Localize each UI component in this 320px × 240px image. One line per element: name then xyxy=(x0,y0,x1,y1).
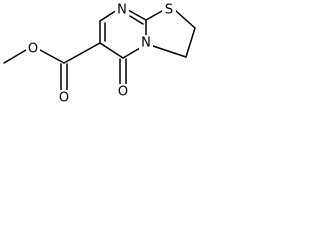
bond-methyl-ether-oxygen xyxy=(3,49,27,64)
bond-s-ch2 xyxy=(175,10,196,29)
atom-ketone-oxygen: O xyxy=(118,85,128,100)
bond-c7-n-top xyxy=(99,9,118,22)
atom-ester-carbonyl-oxygen: O xyxy=(59,91,69,106)
atom-ester-ether-oxygen: O xyxy=(28,42,38,57)
bonds xyxy=(3,9,196,91)
bond-ch2-ch2 xyxy=(185,27,196,58)
bond-n-bridge-c5 xyxy=(122,47,141,59)
bond-n-top-c8a xyxy=(127,9,147,21)
atom-nitrogen-top: N xyxy=(117,3,127,18)
bond-n-top-c8a-inner xyxy=(129,15,144,25)
bond-ether-oxygen-ester-carbon xyxy=(39,49,65,64)
atom-nitrogen-bridge: N xyxy=(141,36,151,51)
molecule-structure: N S N O O O xyxy=(3,1,196,106)
atom-labels: N S N O O O xyxy=(26,1,176,106)
atom-sulfur: S xyxy=(165,3,173,18)
bond-ch2-n-bridge xyxy=(152,45,187,58)
bond-c5-c6 xyxy=(99,42,124,59)
bond-ester-carbon-ring xyxy=(63,42,101,64)
bond-c8a-s xyxy=(145,10,163,21)
